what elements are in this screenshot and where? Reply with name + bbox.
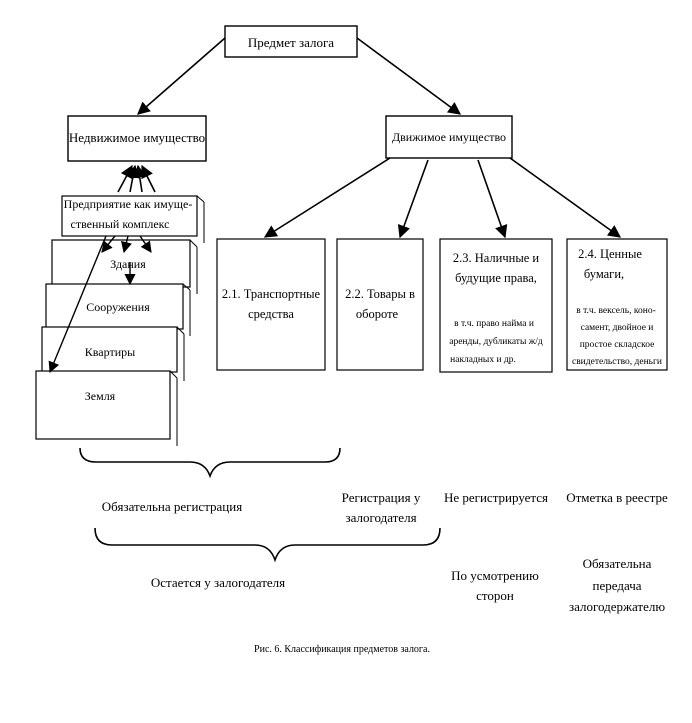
brace-registration bbox=[79, 447, 341, 479]
arrow-root-to-movable bbox=[356, 37, 462, 115]
note-pledgor-registration-2: залогодателя bbox=[345, 510, 416, 525]
arrow-enterprise-up-1 bbox=[117, 164, 133, 193]
goods-box bbox=[336, 238, 424, 371]
note-mandatory-transfer-1: Обязательна bbox=[583, 556, 652, 571]
transport-label-1: 2.1. Транспортные bbox=[222, 287, 321, 301]
root-label: Предмет залога bbox=[248, 35, 334, 50]
rights-sub-2: аренды, дубликаты ж/д bbox=[449, 336, 543, 347]
securities-sub-1: в т.ч. вексель, коно- bbox=[576, 306, 655, 316]
rights-label-1: 2.3. Наличные и bbox=[453, 251, 540, 265]
figure-caption: Рис. 6. Классификация предметов залога. bbox=[254, 644, 430, 655]
note-mandatory-transfer-2: передача bbox=[593, 578, 642, 593]
arrow-movable-to-transport bbox=[263, 157, 391, 238]
rights-sub-3: накладных и др. bbox=[450, 355, 516, 365]
note-by-agreement-2: сторон bbox=[476, 588, 514, 603]
enterprise-label-2: ственный комплекс bbox=[71, 217, 170, 231]
note-mandatory-registration: Обязательна регистрация bbox=[102, 499, 242, 514]
note-registry-mark: Отметка в реестре bbox=[566, 490, 668, 505]
securities-box bbox=[566, 238, 668, 371]
transport-label-2: средства bbox=[248, 307, 294, 321]
land-label: Земля bbox=[85, 389, 116, 403]
arrow-root-to-immovable bbox=[137, 37, 226, 115]
stack-arrows bbox=[48, 235, 152, 374]
note-by-agreement-1: По усмотрению bbox=[451, 568, 539, 583]
arrow-movable-to-securities bbox=[509, 157, 622, 238]
note-mandatory-transfer-3: залогодержателю bbox=[569, 599, 665, 614]
securities-sub-2: самент, двойное и bbox=[581, 322, 654, 333]
securities-sub-3: простое складское bbox=[580, 340, 655, 350]
securities-label-1: 2.4. Ценные bbox=[578, 247, 642, 261]
securities-label-2: бумаги, bbox=[584, 267, 624, 281]
root-box bbox=[224, 25, 358, 58]
brace-stays bbox=[94, 527, 441, 563]
goods-label-1: 2.2. Товары в bbox=[345, 287, 415, 301]
arrow-movable-to-rights bbox=[477, 159, 508, 239]
movable-label: Движимое имущество bbox=[392, 130, 506, 144]
arrow-enterprise-up-3 bbox=[133, 164, 147, 193]
rights-sub-1: в т.ч. право найма и bbox=[454, 318, 534, 329]
securities-sub-4: свидетельство, деньги bbox=[572, 357, 662, 367]
goods-label-2: обороте bbox=[356, 307, 399, 321]
immovable-stack: Предприятие как имуще- ственный комплекс… bbox=[35, 195, 205, 446]
arrow-enterprise-up-4 bbox=[141, 164, 156, 193]
transport-box bbox=[216, 238, 326, 371]
buildings-label: Здания bbox=[110, 257, 146, 271]
enterprise-label-1: Предприятие как имуще- bbox=[64, 197, 193, 211]
immovable-label: Недвижимое имущество bbox=[69, 130, 205, 145]
immovable-box bbox=[67, 115, 207, 162]
note-stays-with-pledgor: Остается у залогодателя bbox=[151, 575, 285, 590]
rights-label-2: будущие права, bbox=[455, 271, 537, 285]
rights-box bbox=[439, 238, 553, 373]
note-not-registered: Не регистрируется bbox=[444, 490, 548, 505]
connectors bbox=[117, 37, 622, 239]
arrow-movable-to-goods bbox=[397, 159, 429, 239]
note-pledgor-registration-1: Регистрация у bbox=[342, 490, 421, 505]
structures-label: Сооружения bbox=[86, 300, 150, 314]
apartments-label: Квартиры bbox=[85, 345, 135, 359]
movable-box bbox=[385, 115, 513, 159]
